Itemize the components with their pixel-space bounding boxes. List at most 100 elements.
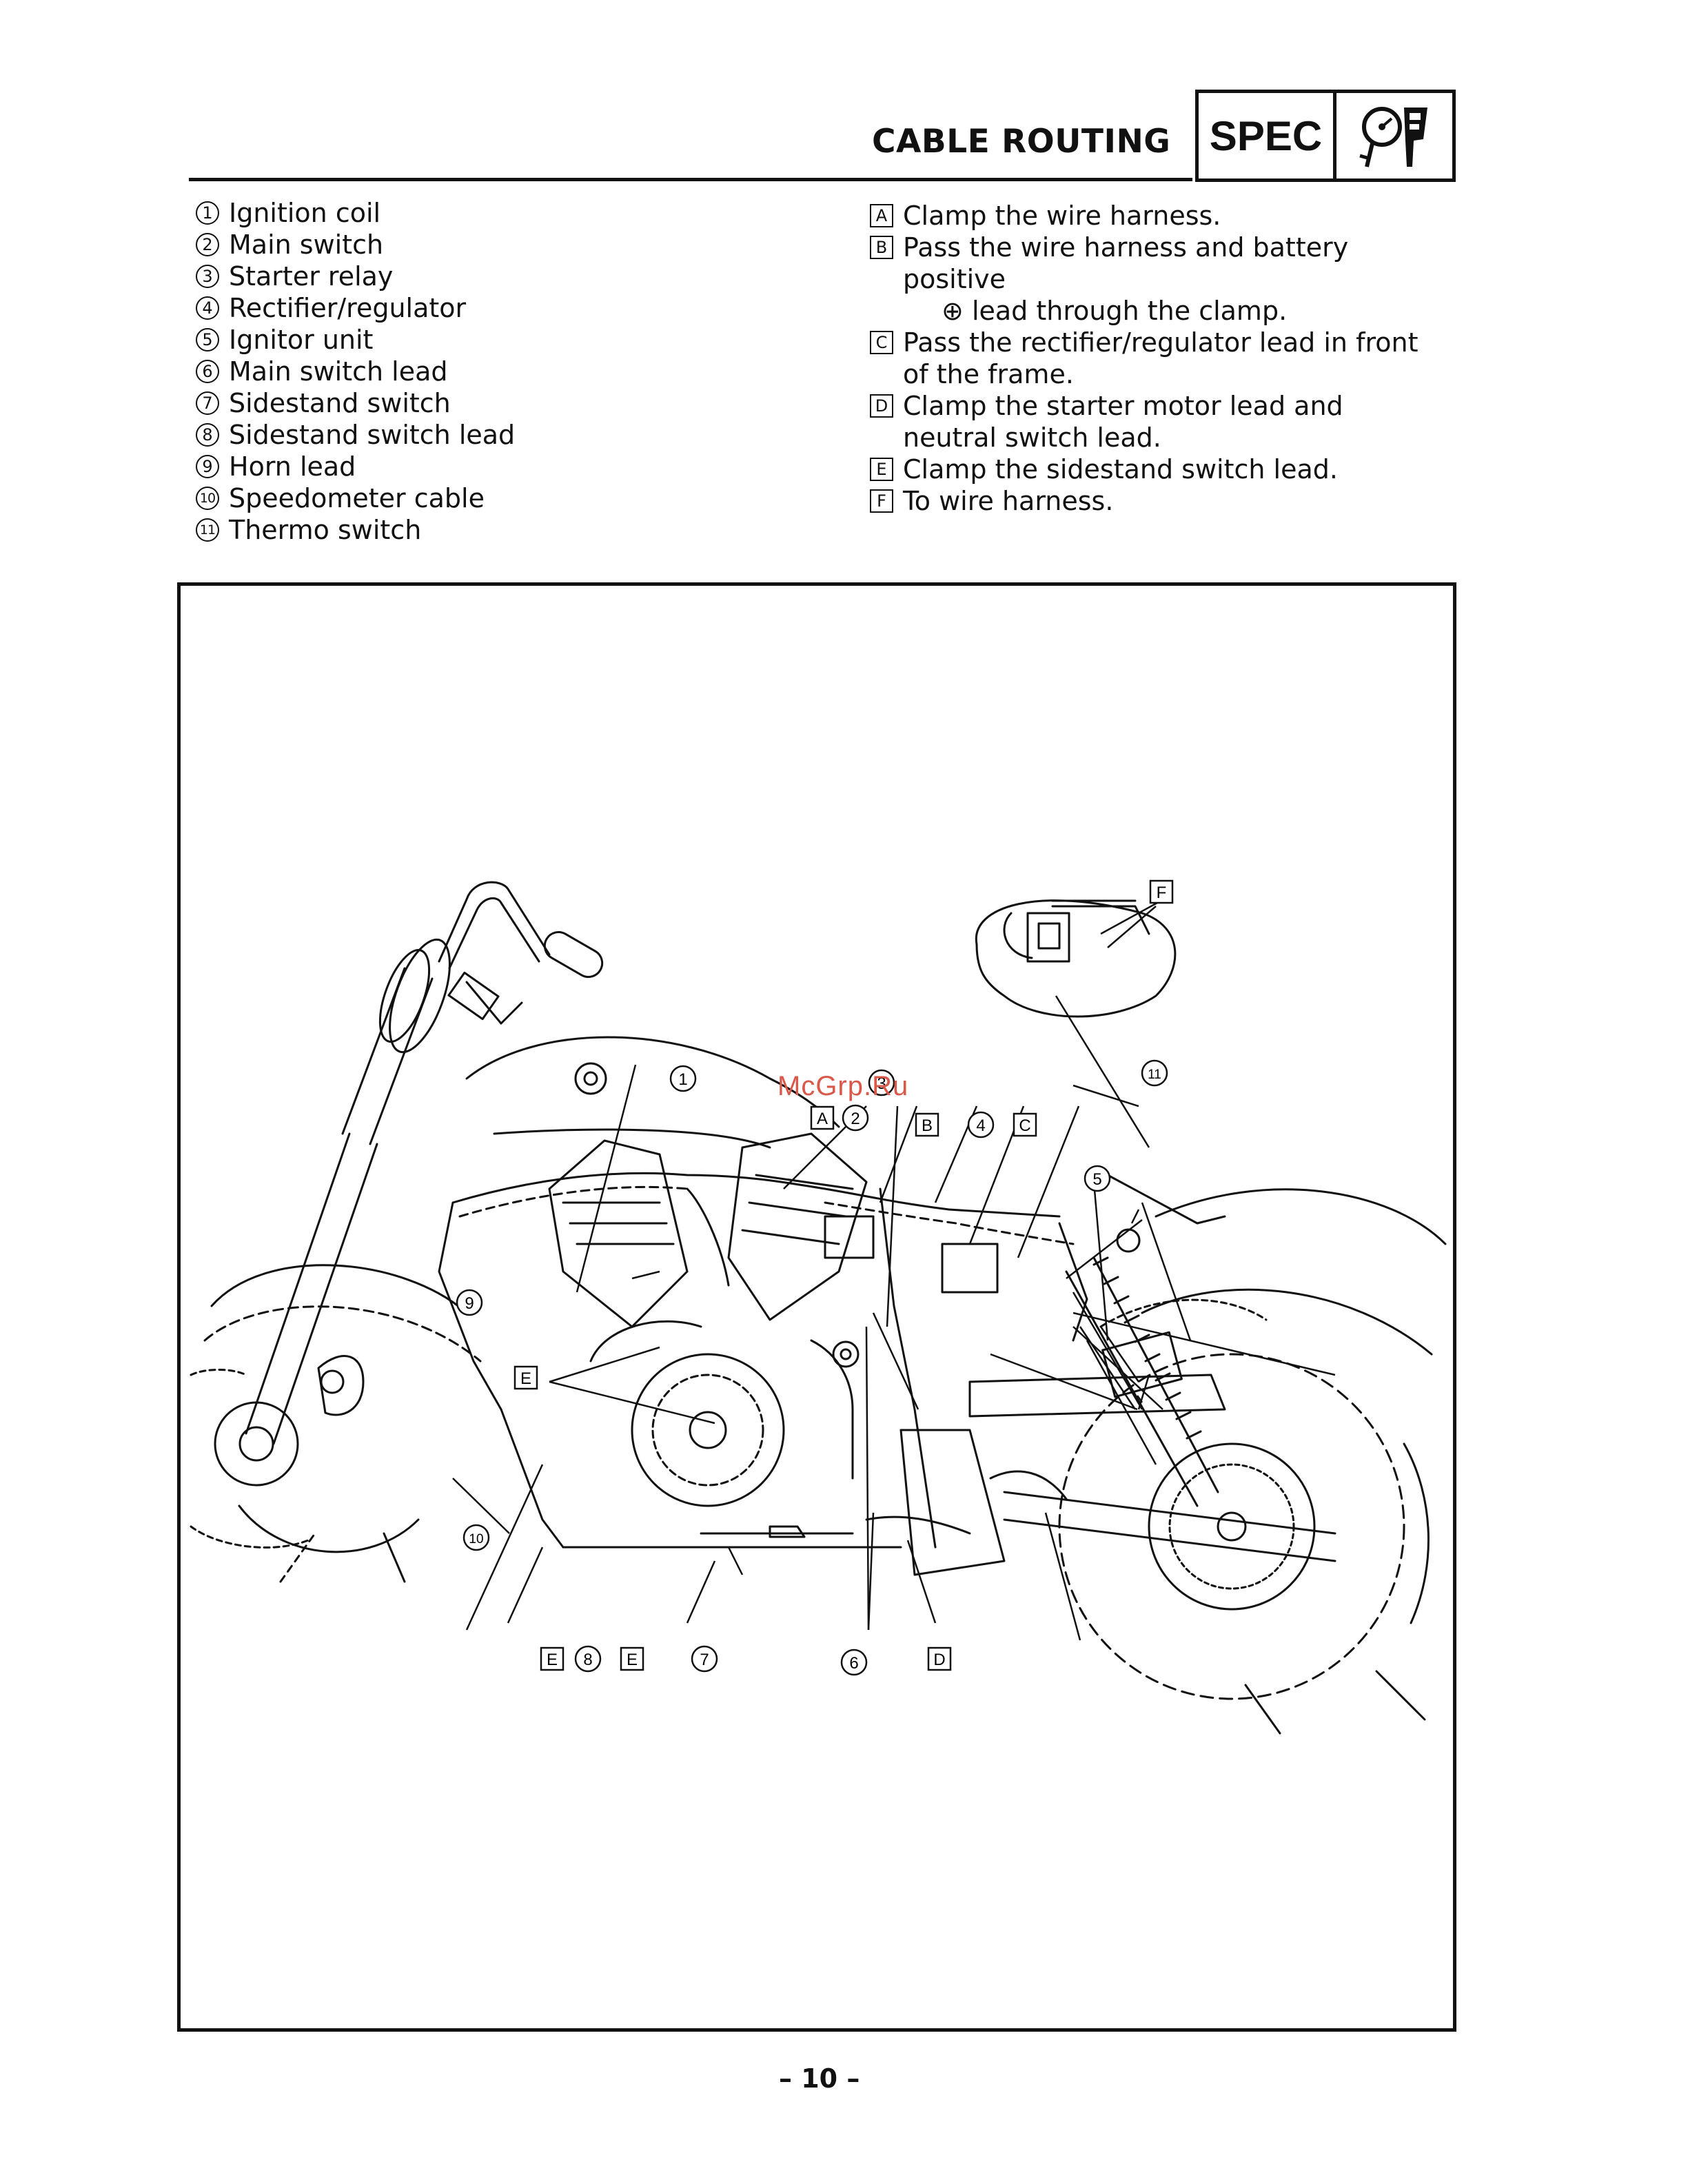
callout-number: 9	[196, 455, 219, 478]
callout-8-label: 8	[583, 1651, 592, 1669]
part-label: Ignition coil	[229, 198, 381, 228]
callout-number: 6	[196, 360, 219, 383]
parts-legend-list: 1 Ignition coil 2 Main switch 3 Starter rel…	[196, 197, 515, 546]
figure-frame	[177, 582, 1456, 2032]
page-title: CABLE ROUTING	[872, 123, 1171, 161]
list-item: 8 Sidestand switch lead	[196, 419, 515, 451]
callout-10-label: 10	[469, 1532, 483, 1547]
instruction-text: Clamp the sidestand switch lead.	[903, 454, 1338, 484]
engine-illustration	[548, 1132, 868, 1507]
site-watermark: McGrp.Ru	[777, 1071, 909, 1101]
callout-number: 3	[196, 265, 219, 288]
callout-number: 4	[196, 296, 219, 320]
callout-10: 10	[462, 1524, 490, 1551]
callout-1: 1	[669, 1065, 697, 1092]
callout-number: 5	[196, 328, 219, 351]
list-item: B Pass the wire harness and battery posit…	[870, 232, 1449, 327]
callout-E-left-label: E	[520, 1369, 531, 1388]
list-item: 1 Ignition coil	[196, 197, 515, 229]
callout-number: 11	[196, 518, 219, 542]
callout-A: A	[810, 1105, 835, 1130]
rear-wheel-illustration	[1058, 1188, 1447, 1735]
callout-letter: E	[870, 458, 893, 481]
callout-7: 7	[691, 1645, 718, 1673]
list-item: E Clamp the sidestand switch lead.	[870, 453, 1449, 485]
callout-3-label: 3	[877, 1074, 886, 1093]
page-number: – 10 –	[779, 2063, 860, 2094]
callout-2: 2	[842, 1104, 869, 1132]
list-item: C Pass the rectifier/regulator lead in fr…	[870, 327, 1449, 390]
callout-A-label: A	[817, 1110, 828, 1128]
callout-B-label: B	[922, 1116, 933, 1135]
callout-3: 3	[868, 1069, 895, 1096]
callout-11-label: 11	[1148, 1068, 1161, 1082]
callout-letter: D	[870, 394, 893, 418]
callout-F-label: F	[1157, 884, 1167, 902]
callout-C-label: C	[1019, 1116, 1030, 1135]
numbered-callouts: 1 2 3 4 5 6 7 8 9 10 11	[456, 1059, 1168, 1676]
list-item: D Clamp the starter motor lead and neutra…	[870, 390, 1449, 453]
callout-E-bottom-2: E	[620, 1646, 644, 1671]
part-label: Sidestand switch lead	[229, 420, 516, 450]
instruction-text: To wire harness.	[903, 486, 1114, 516]
callout-4-label: 4	[976, 1116, 985, 1135]
callout-letter: B	[870, 236, 893, 259]
part-label: Sidestand switch	[229, 388, 451, 418]
instruction-text-part: Pass the wire harness and battery positi…	[903, 232, 1349, 294]
callout-number: 2	[196, 233, 219, 256]
handlebar-illustration	[438, 881, 604, 1025]
instruction-text: Pass the rectifier/regulator lead in fro…	[903, 327, 1418, 389]
part-label: Rectifier/regulator	[229, 293, 467, 323]
part-label: Main switch	[229, 229, 384, 260]
motorcycle-cable-routing-diagram: 1 2 3 4 5 6 7 8 9 10 11 A B C D E E E F	[190, 879, 1447, 1735]
callout-D-label: D	[933, 1651, 945, 1669]
list-item: 5 Ignitor unit	[196, 324, 515, 356]
callout-leader-lines	[452, 901, 1336, 1641]
instruction-text: Clamp the starter motor lead and neutral…	[903, 391, 1343, 453]
callout-number: 10	[196, 487, 219, 510]
callout-E-left: E	[513, 1365, 538, 1390]
inset-thermo-switch-detail	[975, 899, 1177, 1018]
list-item: 9 Horn lead	[196, 451, 515, 482]
callout-5-label: 5	[1092, 1170, 1101, 1189]
callout-letter: A	[870, 204, 893, 227]
fuel-tank-illustration	[465, 1036, 840, 1149]
callout-B: B	[915, 1112, 939, 1137]
list-item: 2 Main switch	[196, 229, 515, 261]
callout-number: 1	[196, 201, 219, 225]
header-rule	[189, 178, 1192, 181]
callout-D: D	[927, 1646, 952, 1671]
callout-2-label: 2	[851, 1110, 860, 1128]
callout-9-label: 9	[465, 1294, 474, 1313]
positive-terminal-symbol: ⊕	[942, 296, 964, 326]
part-label: Ignitor unit	[229, 325, 374, 355]
part-label: Thermo switch	[229, 515, 422, 545]
front-fork-illustration	[245, 938, 451, 1445]
callout-1-label: 1	[678, 1070, 687, 1089]
callout-letter: C	[870, 331, 893, 354]
callout-4: 4	[967, 1111, 995, 1139]
callout-7-label: 7	[700, 1651, 709, 1669]
measuring-tools-icon	[1336, 93, 1452, 178]
callout-number: 8	[196, 423, 219, 447]
callout-11: 11	[1141, 1059, 1168, 1087]
callout-9: 9	[456, 1289, 483, 1316]
part-label: Horn lead	[229, 451, 356, 482]
spec-label: SPEC	[1199, 93, 1336, 178]
part-label: Starter relay	[229, 261, 394, 292]
list-item: 10 Speedometer cable	[196, 482, 515, 514]
lettered-callouts: A B C D E E E F	[513, 879, 1174, 1671]
callout-5: 5	[1084, 1165, 1111, 1192]
callout-8: 8	[574, 1645, 602, 1673]
callout-E-bottom-1: E	[540, 1646, 565, 1671]
instruction-text-part: lead through the clamp.	[971, 296, 1288, 326]
spec-section-badge: SPEC	[1195, 90, 1456, 182]
instruction-text: Pass the wire harness and battery positi…	[903, 232, 1449, 327]
part-label: Speedometer cable	[229, 483, 485, 513]
callout-E-bottom-1-label: E	[547, 1651, 558, 1669]
